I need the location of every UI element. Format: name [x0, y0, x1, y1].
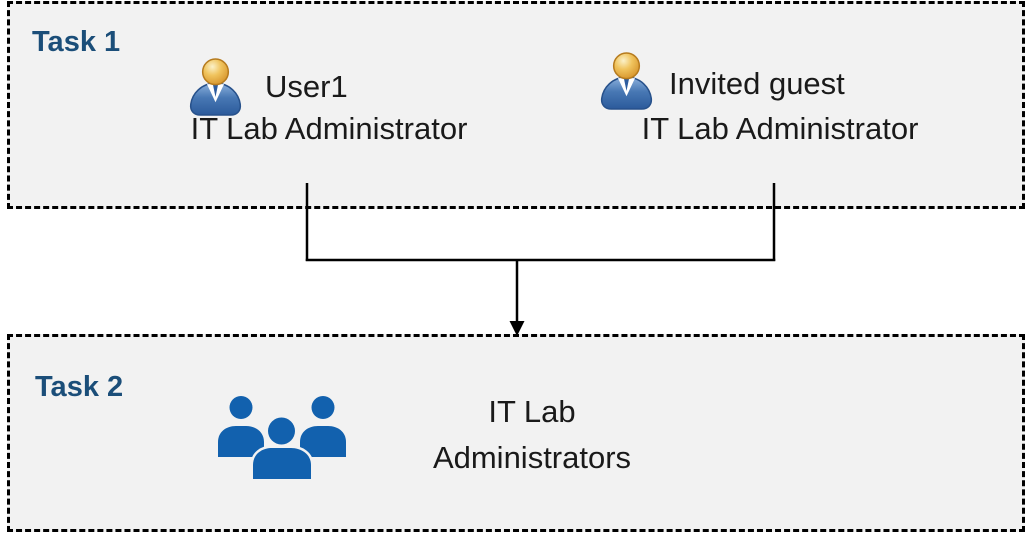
person-icon: [189, 58, 242, 116]
invited-guest-name: Invited guest: [669, 66, 845, 101]
task1-box: Task 1 User1 IT Lab Administrator Invite…: [7, 1, 1025, 209]
group-name: IT Lab Administrators: [377, 389, 687, 481]
person-icon: [600, 52, 653, 110]
user1-name: User1: [265, 69, 348, 104]
people-group-icon: [218, 396, 346, 480]
task2-box: Task 2 IT Lab Administrators: [7, 334, 1025, 532]
group-name-line1: IT Lab: [488, 394, 576, 429]
task2-label: Task 2: [35, 371, 124, 403]
invited-guest-role: IT Lab Administrator: [641, 111, 919, 146]
task1-label: Task 1: [32, 26, 121, 58]
group-name-line2: Administrators: [432, 440, 632, 475]
user1-role: IT Lab Administrator: [190, 111, 468, 146]
